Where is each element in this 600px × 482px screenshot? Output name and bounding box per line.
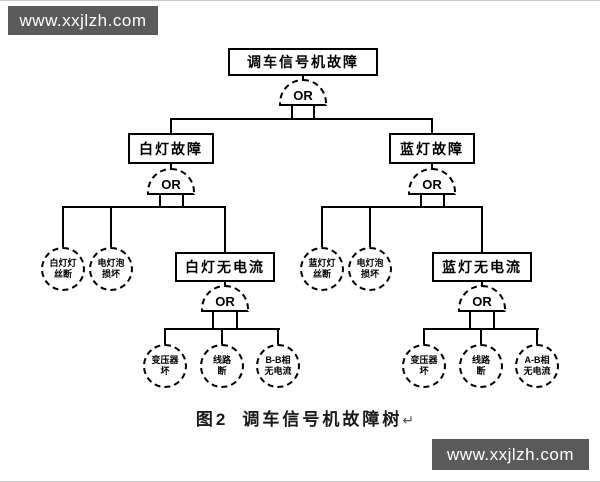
connector-line xyxy=(110,206,112,248)
connector-line xyxy=(291,105,293,119)
or-gate-root: OR xyxy=(279,79,327,106)
event-label: A-B相 xyxy=(524,355,550,366)
node-root-fault: 调车信号机故障 xyxy=(228,48,378,76)
or-gate-blue-no-current: OR xyxy=(458,285,506,312)
connector-line xyxy=(423,328,425,345)
event-label: 线路 xyxy=(471,355,490,366)
connector-line xyxy=(170,163,172,169)
connector-line xyxy=(170,118,172,134)
event-label: 无电流 xyxy=(264,366,292,376)
connector-line xyxy=(431,118,433,134)
event-label: 损坏 xyxy=(101,269,120,279)
event-white-phase-no-current: B-B相 无电流 xyxy=(256,344,300,388)
event-label: 电灯泡 xyxy=(97,258,125,269)
watermark-bottom-right: www.xxjlzh.com xyxy=(432,439,589,470)
or-gate-white-no-current: OR xyxy=(201,285,249,312)
event-blue-bulb-damaged: 电灯泡 损坏 xyxy=(348,247,392,291)
connector-line xyxy=(302,75,304,80)
connector-line xyxy=(431,163,433,169)
connector-line xyxy=(321,206,323,248)
or-gate-label: OR xyxy=(293,88,313,103)
event-label: 白灯灯 xyxy=(49,258,77,269)
paragraph-return-mark: ↵ xyxy=(402,412,415,428)
event-blue-line-broken: 线路 断 xyxy=(459,344,503,388)
event-label: 电灯泡 xyxy=(356,258,384,269)
connector-line xyxy=(481,281,483,286)
connector-line xyxy=(369,206,371,248)
event-label: 蓝灯灯 xyxy=(308,258,336,269)
connector-line xyxy=(182,194,184,207)
event-label: B-B相 xyxy=(265,355,291,366)
node-white-no-current: 白灯无电流 xyxy=(175,252,275,282)
event-label: 断 xyxy=(476,366,486,376)
event-label: 丝断 xyxy=(312,269,331,279)
event-label: 线路 xyxy=(212,355,231,366)
connector-line xyxy=(212,311,214,329)
event-label: 无电流 xyxy=(523,366,551,376)
or-gate-blue: OR xyxy=(408,168,456,195)
event-blue-transformer-bad: 变压器 坏 xyxy=(402,344,446,388)
connector-line xyxy=(221,328,223,345)
or-gate-white: OR xyxy=(147,168,195,195)
event-label: 丝断 xyxy=(53,269,72,279)
connector-line xyxy=(321,206,483,208)
connector-line xyxy=(480,328,482,345)
connector-line xyxy=(420,194,422,207)
event-label: 坏 xyxy=(419,366,429,376)
or-gate-label: OR xyxy=(472,294,492,309)
event-white-filament-broken: 白灯灯 丝断 xyxy=(41,247,85,291)
event-label: 断 xyxy=(217,366,227,376)
connector-line xyxy=(313,105,315,119)
watermark-top-left: www.xxjlzh.com xyxy=(8,6,158,35)
connector-line xyxy=(224,206,226,253)
connector-line xyxy=(469,311,471,329)
figure-title: 调车信号机故障树 xyxy=(242,410,403,429)
connector-line xyxy=(481,206,483,253)
connector-line xyxy=(62,206,226,208)
figure-caption: 图2 调车信号机故障树↵ xyxy=(140,405,470,430)
node-blue-light-fault: 蓝灯故障 xyxy=(389,133,475,164)
connector-line xyxy=(170,118,433,120)
or-gate-label: OR xyxy=(215,294,235,309)
event-label: 变压器 xyxy=(151,355,179,366)
or-gate-label: OR xyxy=(422,177,442,192)
connector-line xyxy=(159,194,161,207)
node-blue-no-current: 蓝灯无电流 xyxy=(432,252,532,282)
node-white-light-fault: 白灯故障 xyxy=(128,133,214,164)
event-blue-phase-no-current: A-B相 无电流 xyxy=(515,344,559,388)
event-white-transformer-bad: 变压器 坏 xyxy=(143,344,187,388)
event-label: 坏 xyxy=(160,366,170,376)
connector-line xyxy=(164,328,166,345)
connector-line xyxy=(224,281,226,286)
connector-line xyxy=(236,311,238,329)
event-white-line-broken: 线路 断 xyxy=(200,344,244,388)
connector-line xyxy=(493,311,495,329)
event-blue-filament-broken: 蓝灯灯 丝断 xyxy=(300,247,344,291)
event-white-bulb-damaged: 电灯泡 损坏 xyxy=(89,247,133,291)
or-gate-label: OR xyxy=(161,177,181,192)
connector-line xyxy=(277,328,279,345)
connector-line xyxy=(536,328,538,345)
connector-line xyxy=(62,206,64,248)
figure-number: 图2 xyxy=(195,410,229,429)
connector-line xyxy=(443,194,445,207)
event-label: 变压器 xyxy=(410,355,438,366)
event-label: 损坏 xyxy=(360,269,379,279)
